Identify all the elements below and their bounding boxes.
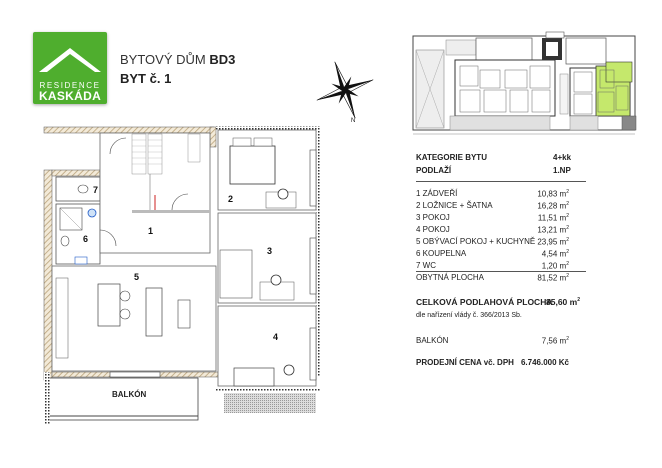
floor-label: PODLAŽÍ: [416, 166, 452, 175]
svg-text:5: 5: [134, 272, 139, 282]
category-label: KATEGORIE BYTU: [416, 153, 487, 162]
category-value: 4+kk: [553, 153, 572, 162]
living-area-value: 81,52 m2: [537, 273, 569, 283]
balcony-value: 7,56 m2: [541, 336, 569, 346]
roof-icon: [39, 48, 101, 72]
total-area-label: CELKOVÁ PODLAHOVÁ PLOCHA: [416, 297, 553, 307]
svg-text:2: 2: [228, 194, 233, 204]
logo-residence-text: RESIDENCE: [39, 81, 101, 90]
apartment-floor-plan: 7 6 1 2: [30, 110, 330, 435]
building-key-plan: [410, 30, 642, 143]
room-label: 1 ZÁDVEŘÍ: [416, 189, 458, 198]
room-area: 23,95 m2: [537, 237, 569, 247]
svg-text:6: 6: [83, 234, 88, 244]
svg-text:4: 4: [273, 332, 278, 342]
unit-title: BYT č. 1: [120, 71, 172, 86]
price-value: 6.746.000 Kč: [520, 358, 569, 367]
living-area-label: OBYTNÁ PLOCHA: [416, 273, 485, 282]
room-label: 5 OBÝVACÍ POKOJ + KUCHYNĚ: [416, 237, 536, 246]
svg-text:BALKÓN: BALKÓN: [112, 390, 146, 399]
balcony-label: BALKÓN: [416, 336, 449, 345]
room-area: 4,54 m2: [541, 249, 569, 259]
room-area: 1,20 m2: [541, 261, 569, 271]
divider: [416, 271, 586, 272]
divider: [416, 181, 586, 182]
room-label: 7 WC: [416, 261, 436, 270]
room-label: 4 POKOJ: [416, 225, 450, 234]
room-label: 2 LOŽNICE + ŠATNA: [416, 201, 493, 210]
svg-text:7: 7: [93, 185, 98, 195]
total-area-value: 85,60 m2: [546, 297, 580, 307]
svg-text:N: N: [351, 118, 355, 124]
floor-value: 1.NP: [553, 166, 571, 175]
room-area: 10,83 m2: [537, 189, 569, 199]
compass-rose-icon: N: [310, 55, 380, 130]
room-label: 3 POKOJ: [416, 213, 450, 222]
svg-text:1: 1: [148, 226, 153, 236]
building-prefix: BYTOVÝ DŮM: [120, 52, 210, 67]
building-title: BYTOVÝ DŮM BD3: [120, 52, 235, 67]
regulation-note: dle nařízení vlády č. 366/2013 Sb.: [416, 312, 522, 319]
svg-text:3: 3: [267, 246, 272, 256]
room-area: 11,51 m2: [537, 213, 569, 223]
room-area: 16,28 m2: [537, 201, 569, 211]
room-area: 13,21 m2: [537, 225, 569, 235]
residence-kaskada-logo: RESIDENCE KASKÁDA: [33, 32, 107, 104]
price-label: PRODEJNÍ CENA vč. DPH: [416, 358, 514, 367]
building-code: BD3: [209, 52, 236, 67]
logo-kaskada-text: KASKÁDA: [38, 89, 102, 103]
room-label: 6 KOUPELNA: [416, 249, 467, 258]
